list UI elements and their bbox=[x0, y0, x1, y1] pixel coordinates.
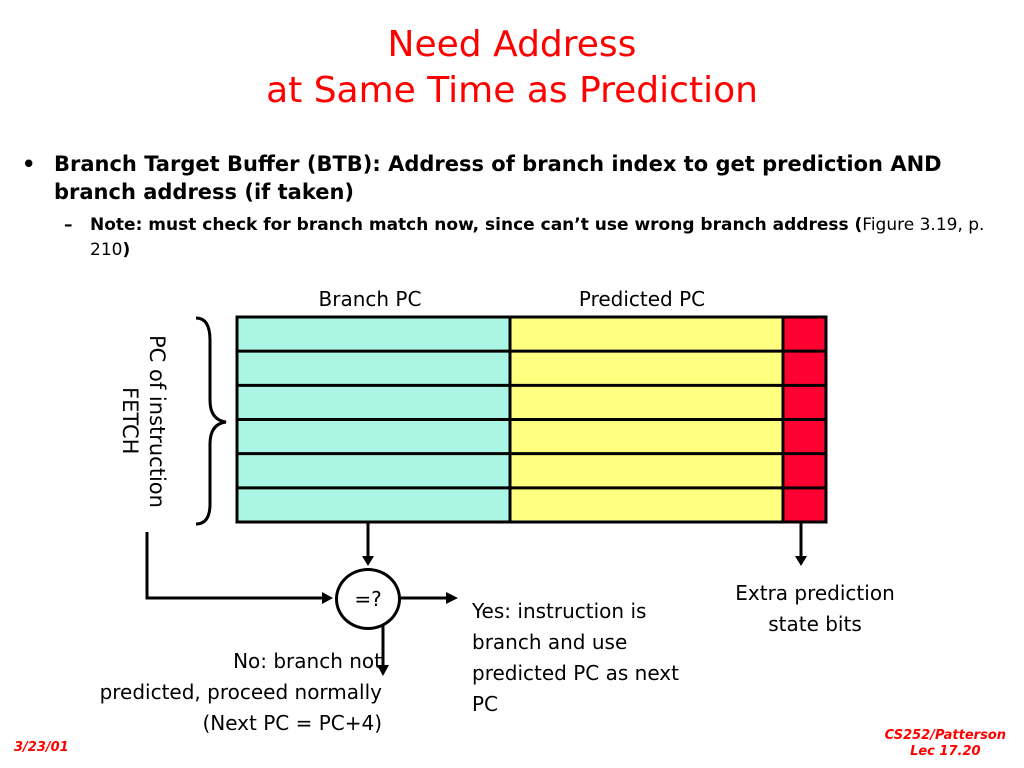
btb-output-arrowhead bbox=[362, 556, 374, 566]
yes-arrowhead bbox=[446, 592, 458, 604]
predicted-pc-label: Predicted PC bbox=[578, 287, 706, 311]
footer-course-name: CS252/Patterson bbox=[884, 728, 1006, 743]
branch-pc-label: Branch PC bbox=[318, 287, 422, 311]
compare-node: =? bbox=[335, 568, 401, 630]
fetch-brace bbox=[195, 316, 227, 526]
no-label-line-3: (Next PC = PC+4) bbox=[202, 711, 382, 735]
no-label-line-2: predicted, proceed normally bbox=[99, 680, 382, 704]
slide-title: Need Address at Same Time as Prediction bbox=[0, 22, 1024, 114]
title-line-1: Need Address bbox=[387, 24, 637, 65]
footer-lecture: Lec 17.20 bbox=[910, 744, 981, 759]
btb-table-border bbox=[235, 315, 828, 524]
no-label: No: branch not predicted, proceed normal… bbox=[20, 646, 382, 739]
bullet-dot: • bbox=[22, 152, 36, 176]
btb-table bbox=[235, 315, 828, 524]
sub-bullet-note: Note: must check for branch match now, s… bbox=[90, 215, 863, 235]
pc-fetch-label: PC of instruction FETCH bbox=[118, 334, 169, 508]
state-bits-arrowhead bbox=[795, 556, 807, 566]
footer-course: CS252/Patterson Lec 17.20 bbox=[885, 728, 1006, 760]
sub-bullet-close: ) bbox=[122, 240, 131, 260]
yes-label: Yes: instruction is branch and use predi… bbox=[472, 599, 679, 716]
main-bullet-text: Branch Target Buffer (BTB): Address of b… bbox=[54, 152, 942, 204]
no-arrowhead bbox=[377, 665, 389, 676]
figure-reference: Figure 3.19, p. 210 bbox=[90, 215, 985, 260]
title-line-2: at Same Time as Prediction bbox=[266, 70, 758, 111]
sub-bullet-dash: – bbox=[64, 215, 73, 235]
fetch-pc-line bbox=[145, 532, 322, 600]
footer-date: 3/23/01 bbox=[14, 740, 69, 755]
extra-bits-label: Extra prediction state bits bbox=[735, 581, 895, 636]
sub-bullet-text: Note: must check for branch match now, s… bbox=[90, 213, 990, 263]
fetch-pc-arrowhead bbox=[322, 592, 333, 604]
no-label-line-1: No: branch not bbox=[233, 649, 382, 673]
